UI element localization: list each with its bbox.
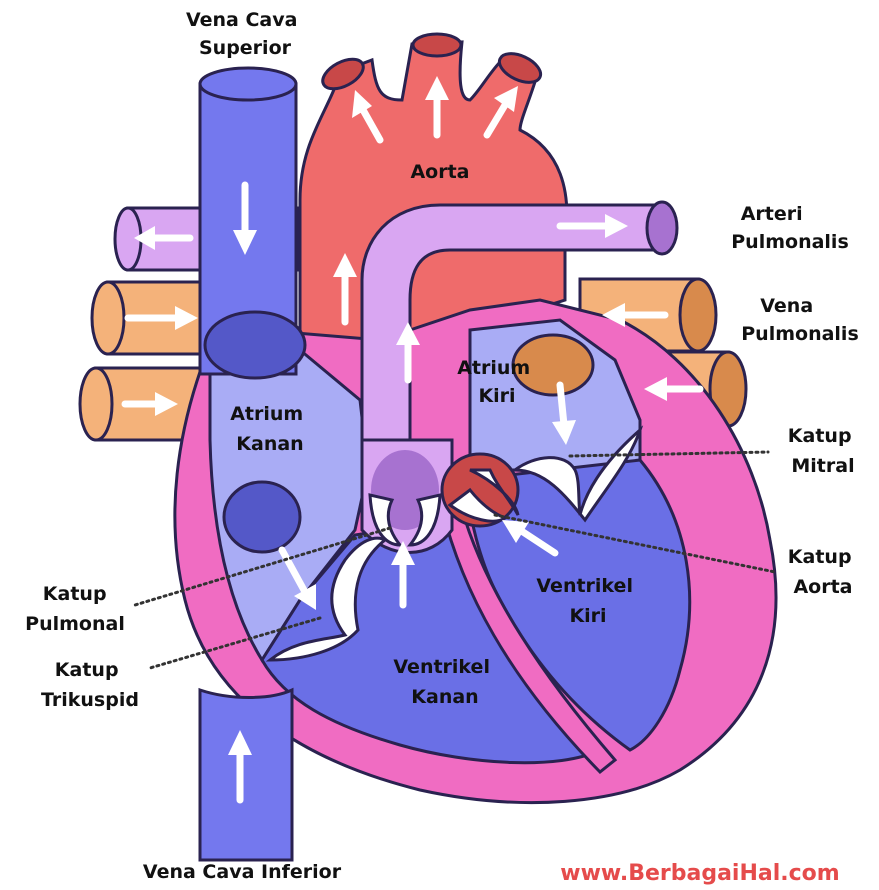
superior-vena-cava-opening (205, 312, 305, 378)
label-aorta: Aorta (410, 161, 469, 183)
aorta-branch-2-opening (413, 34, 461, 56)
label-katup-mitral: Katup Mitral (788, 425, 858, 477)
label-katup-pulmonal: Katup Pulmonal (25, 583, 125, 635)
label-arteri-pulmonalis: Arteri Pulmonalis (731, 203, 849, 253)
inferior-vena-cava-opening (224, 482, 300, 552)
label-katup-trikuspid: Katup Trikuspid (41, 659, 139, 711)
label-katup-aorta: Katup Aorta (788, 546, 858, 598)
watermark: www.BerbagaiHal.com (560, 861, 839, 886)
label-vena-pulmonalis: Vena Pulmonalis (741, 295, 859, 345)
label-vena-cava-superior: Vena Cava Superior (186, 9, 304, 59)
label-vena-cava-inferior: Vena Cava Inferior (143, 861, 342, 883)
